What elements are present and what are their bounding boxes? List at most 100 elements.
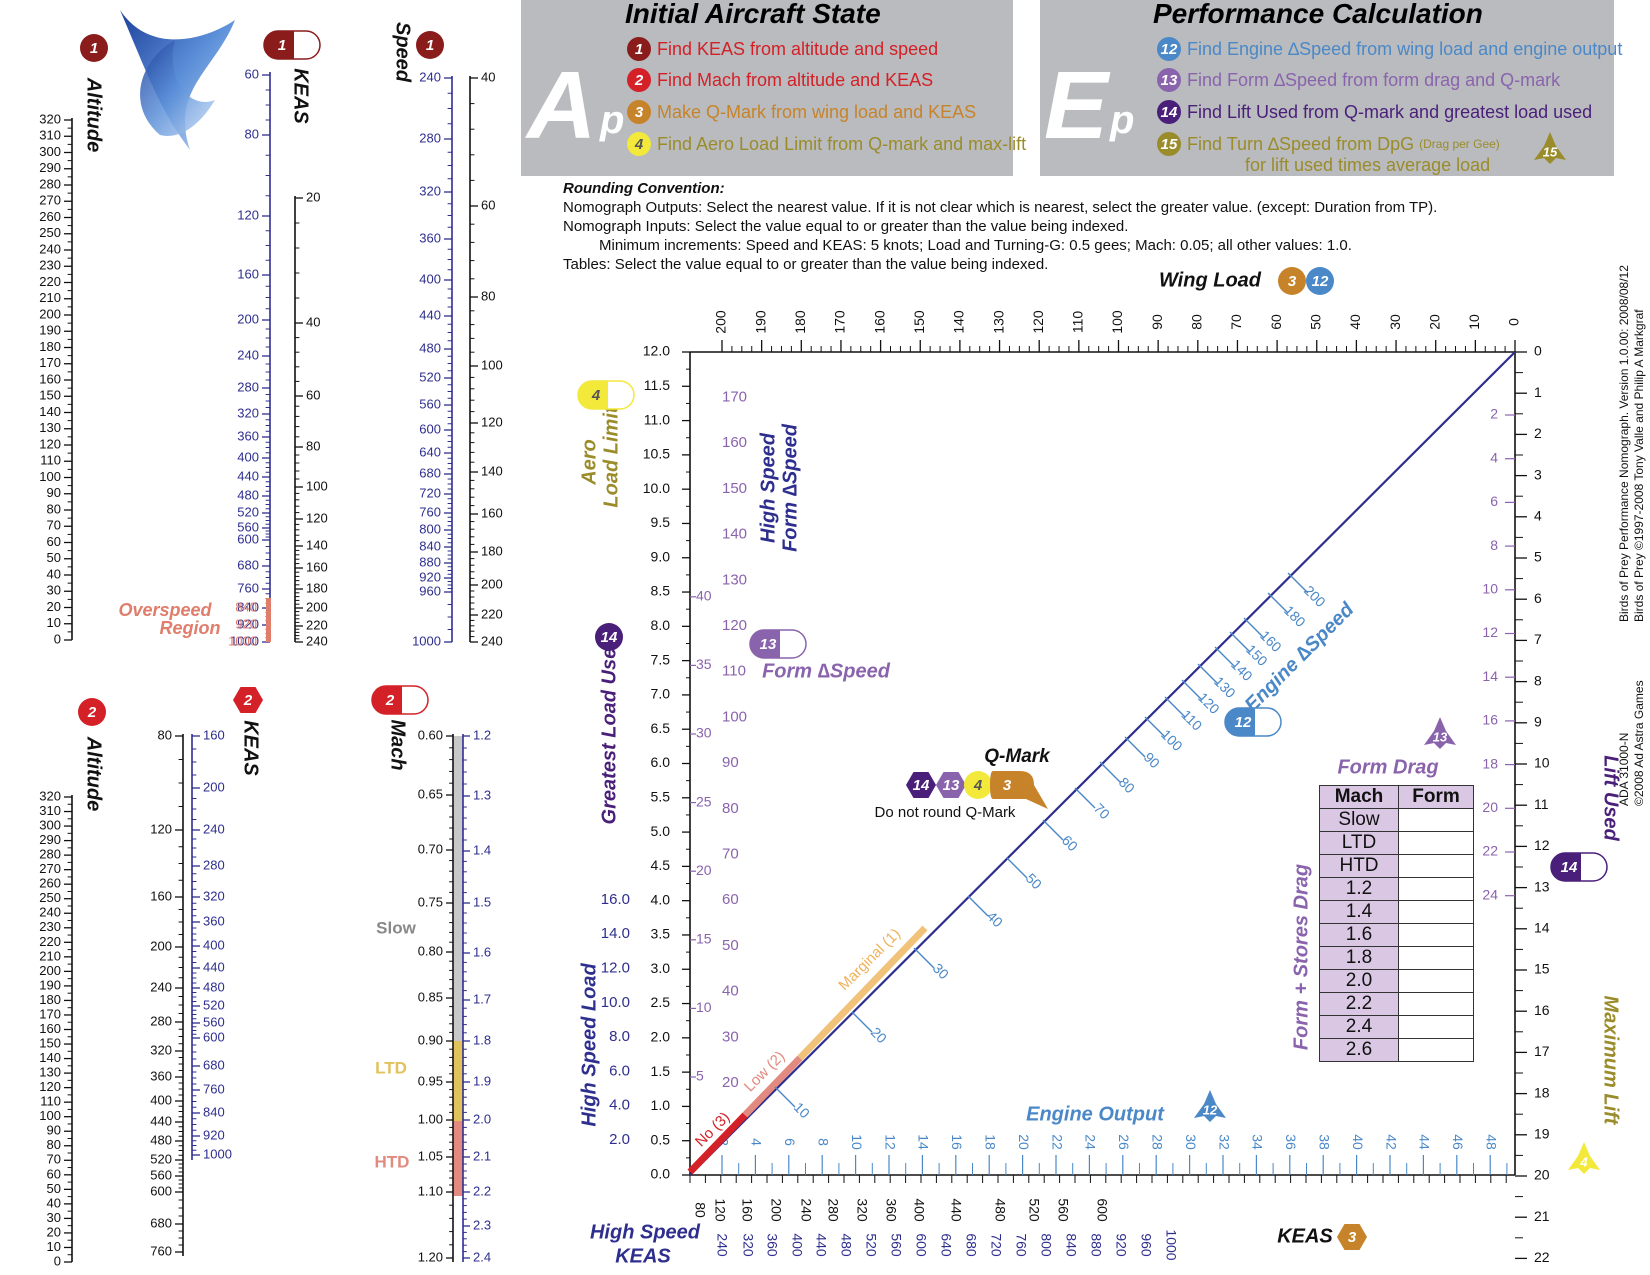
form-drag-label: 2 xyxy=(1490,406,1498,422)
table-row-form-cell[interactable] xyxy=(1398,923,1474,947)
hs-keas-label: 240 xyxy=(714,1233,730,1257)
qmark-pointer-num: 3 xyxy=(1003,777,1012,794)
speed-left-label: 1000 xyxy=(412,633,441,648)
hs-load-label: 14.0 xyxy=(601,925,630,942)
tick-mark xyxy=(1006,857,1028,879)
keas-bottom-label: 320 xyxy=(854,1198,870,1222)
form-drag-label: 12 xyxy=(1482,624,1498,640)
speed-marker-shape xyxy=(416,31,444,59)
keas2-right-label: 240 xyxy=(203,821,225,836)
altitude2-label: 270 xyxy=(39,861,61,876)
altitude2-label: 290 xyxy=(39,832,61,847)
altitude1-label: 210 xyxy=(39,290,61,305)
keas1-left-label: 840 xyxy=(237,599,259,614)
engine-dspeed-label: 110 xyxy=(1178,707,1205,734)
hs-load-label: 6.0 xyxy=(609,1062,630,1079)
hs-form-outer-label: 120 xyxy=(722,617,747,634)
table-row-form-cell[interactable] xyxy=(1398,900,1474,924)
table-row-form-cell[interactable] xyxy=(1398,808,1474,832)
mach-right-label: 1.6 xyxy=(473,944,491,959)
step-13: 13 Find Form ∆Speed from form drag and Q… xyxy=(1157,68,1560,92)
keas-bottom-title: KEAS xyxy=(1277,1225,1333,1247)
speed-marker-num: 1 xyxy=(426,37,434,54)
lift-used-label: 20 xyxy=(1534,1167,1550,1183)
altitude2-label: 200 xyxy=(39,963,61,978)
load-label: 5.5 xyxy=(651,788,671,804)
keas-bottom-label: 240 xyxy=(798,1198,814,1222)
mach-left-label: 0.75 xyxy=(418,894,443,909)
speed-right-label: 220 xyxy=(481,606,503,621)
lift-used-label: 13 xyxy=(1534,878,1550,894)
turn-dspeed-jet-icon-shape xyxy=(1534,132,1566,164)
table-row-form-cell[interactable] xyxy=(1398,1038,1474,1062)
table-row-mach: 2.2 xyxy=(1319,992,1399,1016)
keas1-left-label: 520 xyxy=(237,504,259,519)
altitude2-label: 310 xyxy=(39,803,61,818)
altitude1-label: 290 xyxy=(39,160,61,175)
qmark-hex-13: 13 xyxy=(936,772,966,798)
form-drag-label: 22 xyxy=(1482,843,1498,859)
table-row: 2.0 xyxy=(1319,969,1474,993)
mach-left-label: 0.65 xyxy=(418,786,443,801)
mach-right-label: 1.4 xyxy=(473,842,491,857)
keas2-right-label: 600 xyxy=(203,1029,225,1044)
wing-load-label: 190 xyxy=(752,310,768,334)
altitude1-marker-num: 1 xyxy=(90,40,98,57)
speed-right-label: 240 xyxy=(481,633,503,648)
lift-used-label: 14 xyxy=(1534,920,1550,936)
tick-mark xyxy=(1197,663,1219,685)
hs-form-inner-label: 35 xyxy=(696,656,712,672)
hs-keas-label: 1000 xyxy=(1163,1229,1179,1260)
keas2-left-label: 280 xyxy=(150,1013,172,1028)
table-row-form-cell[interactable] xyxy=(1398,831,1474,855)
table-row-form-cell[interactable] xyxy=(1398,992,1474,1016)
tick-mark xyxy=(1229,631,1251,653)
altitude2-label: 120 xyxy=(39,1079,61,1094)
hs-keas-label: 520 xyxy=(863,1233,879,1257)
form-drag-label: 16 xyxy=(1482,712,1498,728)
hs-keas-label: 720 xyxy=(988,1233,1004,1257)
altitude2-label: 60 xyxy=(47,1166,61,1181)
hs-load-label: 12.0 xyxy=(601,959,630,976)
lift-used-marker: 14 xyxy=(1550,852,1608,882)
tick-mark xyxy=(1287,572,1309,594)
engine-output-label: 30 xyxy=(1183,1134,1199,1150)
lift-used-label: 21 xyxy=(1534,1208,1550,1224)
keas1-right-label: 140 xyxy=(306,537,328,552)
keas2-right-label: 760 xyxy=(203,1081,225,1096)
altitude1-label: 200 xyxy=(39,306,61,321)
step-2: 2 Find Mach from altitude and KEAS xyxy=(627,68,933,92)
load-label: 2.0 xyxy=(651,1029,671,1045)
engine-dspeed-marker: 12 xyxy=(1224,707,1282,737)
keas1-left-label: 240 xyxy=(237,347,259,362)
altitude2-label: 190 xyxy=(39,977,61,992)
form-dspeed-marker-num: 13 xyxy=(760,636,777,653)
altitude2-label: 230 xyxy=(39,919,61,934)
altitude2-label: 140 xyxy=(39,1050,61,1065)
speed-right-label: 80 xyxy=(481,288,495,303)
keas2-left-label: 760 xyxy=(150,1243,172,1258)
engine-output-label: 14 xyxy=(916,1134,932,1150)
table-row-form-cell[interactable] xyxy=(1398,877,1474,901)
engine-dspeed-label: 90 xyxy=(1141,749,1163,771)
table-row-form-cell[interactable] xyxy=(1398,1015,1474,1039)
qmark-hex-13-shape xyxy=(936,772,966,798)
no-round-note: Do not round Q-Mark xyxy=(875,804,1016,821)
load-label: 3.0 xyxy=(651,960,671,976)
engine-dspeed-label: 40 xyxy=(984,908,1006,930)
performance-header xyxy=(1040,0,1614,176)
wing-load-label: 140 xyxy=(951,310,967,334)
step-12: 12 Find Engine ∆Speed from wing load and… xyxy=(1157,37,1622,61)
altitude2-title: Altitude xyxy=(83,736,105,811)
altitude1-label: 220 xyxy=(39,274,61,289)
speed-left-label: 960 xyxy=(419,583,441,598)
greatest-load-title: Greatest Load Used xyxy=(598,635,620,825)
qmark-pointer-shape xyxy=(990,771,1048,809)
table-row-form-cell[interactable] xyxy=(1398,946,1474,970)
wing-load-label: 30 xyxy=(1387,314,1403,330)
altitude2-label: 50 xyxy=(47,1181,61,1196)
engine-dspeed-label: 10 xyxy=(791,1099,813,1121)
marginal-band xyxy=(797,925,928,1061)
keas1-left-label: 320 xyxy=(237,405,259,420)
